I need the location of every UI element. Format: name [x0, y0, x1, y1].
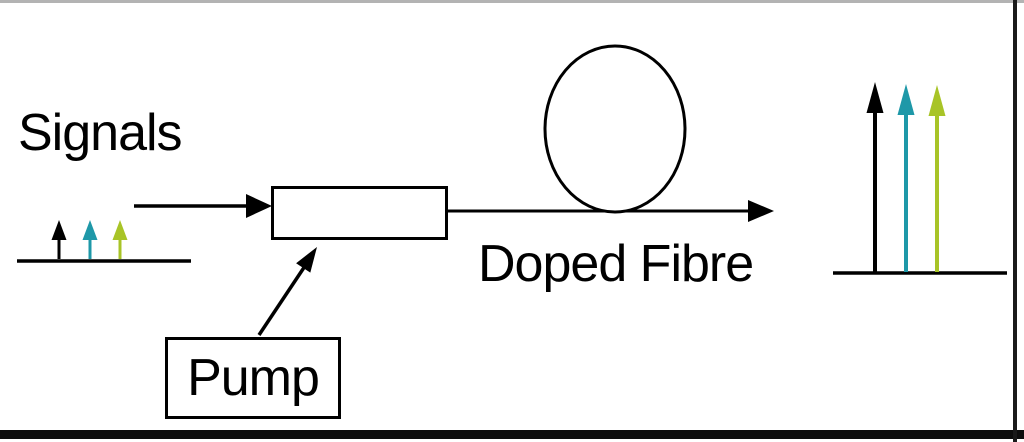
signals-label: Signals — [18, 104, 183, 162]
doped-fibre-label: Doped Fibre — [478, 235, 754, 293]
input-arrow-head — [246, 194, 272, 218]
coupler-box — [271, 186, 448, 240]
output-signal-arrow-head-black — [866, 82, 884, 113]
pump-arrow-line — [257, 265, 307, 336]
pump-arrow-head — [296, 247, 317, 273]
input-signal-arrow-head-black — [51, 220, 67, 240]
output-signal-arrow-head-teal — [897, 84, 915, 115]
pump-label: Pump — [187, 348, 320, 407]
input-signal-arrow-head-green — [112, 220, 128, 240]
pump-box: Pump — [165, 337, 341, 419]
bottom-border-bar — [0, 430, 1024, 439]
input-signal-arrow-head-teal — [82, 220, 98, 240]
right-border-line — [1013, 0, 1017, 442]
output-arrow-head — [748, 200, 774, 222]
top-border-line — [0, 0, 1024, 3]
fibre-loop-ellipse — [543, 44, 687, 214]
output-signal-arrow-head-green — [928, 85, 946, 116]
